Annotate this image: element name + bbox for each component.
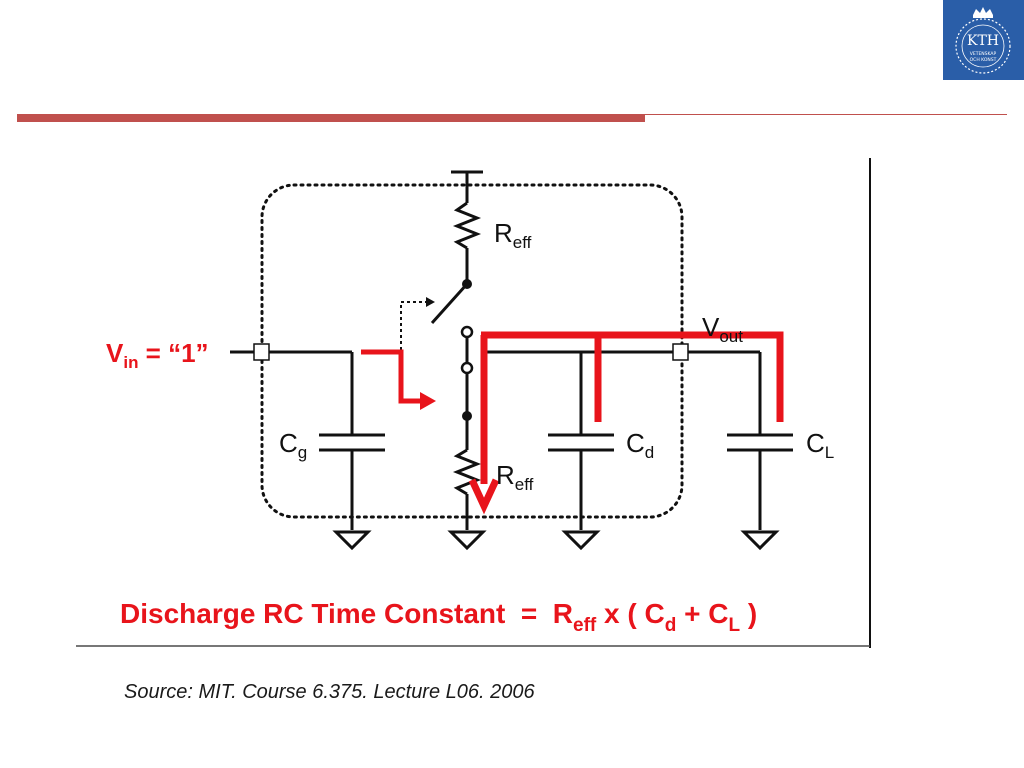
reff-bottom-label: Reff xyxy=(496,460,534,494)
ground-symbol-nmos xyxy=(447,530,487,551)
input-port xyxy=(253,343,270,361)
reff-top-label: Reff xyxy=(494,218,532,252)
ground-symbol-cl xyxy=(740,530,780,551)
capacitor-cl xyxy=(727,352,793,530)
discharge-path xyxy=(480,331,784,484)
kth-logo: KTH VETENSKAP OCH KONST xyxy=(943,0,1024,80)
vout-label: Vout xyxy=(702,312,743,346)
control-arrow xyxy=(400,297,435,350)
source-citation: Source: MIT. Course 6.375. Lecture L06. … xyxy=(124,681,535,703)
top-switch-blade xyxy=(430,282,469,325)
ground-symbol-cg xyxy=(332,530,372,551)
top-resistor xyxy=(451,170,483,284)
ground-symbol-cd xyxy=(561,530,601,551)
discharge-formula: Discharge RC Time Constant = Reff x ( Cd… xyxy=(120,598,757,636)
input-signal-arrow xyxy=(361,349,436,410)
middle-switch-terminal-top xyxy=(460,325,474,339)
bottom-resistor xyxy=(452,416,482,530)
output-port xyxy=(672,343,689,361)
vin-label: Vin = “1” xyxy=(106,338,209,372)
logo-subtext-2: OCH KONST xyxy=(970,57,997,63)
header-rule-thin xyxy=(645,114,1007,115)
header-rule-thick xyxy=(17,114,645,122)
circuit-figure: Vin = “1” Reff Reff Vout Cg Cd CL Discha… xyxy=(76,158,872,648)
middle-switch-terminal-bottom xyxy=(460,361,474,375)
capacitor-cg xyxy=(319,352,385,530)
logo-text: KTH xyxy=(967,33,999,49)
capacitor-cd xyxy=(548,352,614,530)
cg-label: Cg xyxy=(279,428,307,462)
cd-label: Cd xyxy=(626,428,654,462)
logo-subtext-1: VETENSKAP xyxy=(970,51,997,57)
cl-label: CL xyxy=(806,428,834,462)
discharge-arrowhead xyxy=(468,478,500,515)
